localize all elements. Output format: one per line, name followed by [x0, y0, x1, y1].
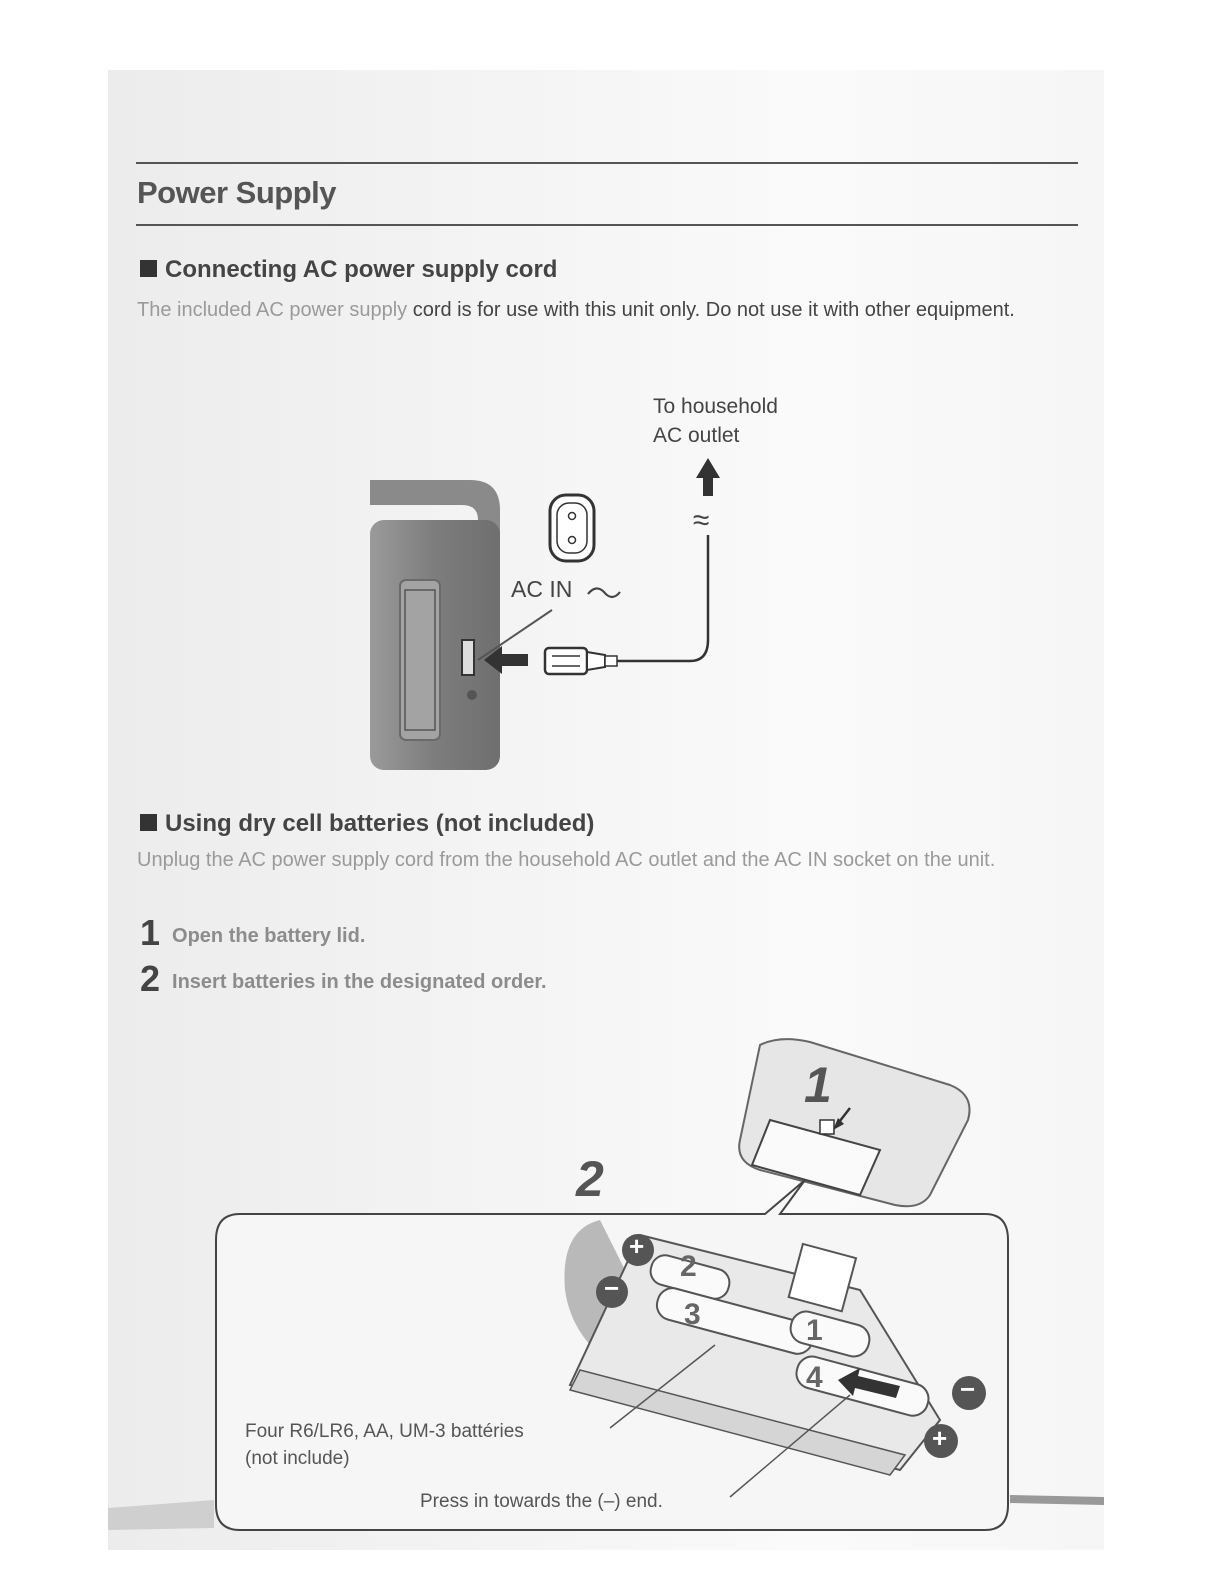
battery-number-3: 3	[684, 1298, 701, 1331]
minus-symbol: −	[604, 1273, 620, 1303]
batteries-label: Four R6/LR6, AA, UM-3 battéries (not inc…	[245, 1418, 524, 1472]
battery-instructions-main: cord from the household AC outlet and th…	[389, 849, 996, 871]
title-bottom-rule	[136, 224, 1078, 226]
ac-instructions: The included AC power supply cord is for…	[137, 296, 1067, 324]
section-heading-batteries-text: Using dry cell batteries (not included)	[165, 810, 595, 837]
step-number: 2	[140, 958, 161, 999]
step-1: 1 Open the battery lid.	[140, 912, 365, 954]
minus-symbol: −	[960, 1374, 976, 1404]
battery-number-4: 4	[806, 1361, 823, 1394]
plus-symbol: +	[932, 1423, 948, 1453]
ac-instructions-main: cord is for use with this unit only. Do …	[407, 299, 1015, 321]
step-text: Open the battery lid.	[172, 925, 366, 947]
step-text: Insert batteries in the designated order…	[172, 971, 547, 993]
insert-arrow-icon	[484, 646, 528, 674]
batteries-label-line1: Four R6/LR6, AA, UM-3 battéries	[245, 1421, 524, 1442]
battery-number-2: 2	[680, 1250, 697, 1283]
battery-number-1: 1	[806, 1314, 823, 1347]
battery-instructions: Unplug the AC power supply cord from the…	[137, 846, 1067, 874]
step-2: 2 Insert batteries in the designated orde…	[140, 958, 547, 1000]
press-leader-line	[729, 1394, 851, 1498]
power-plug-icon	[543, 646, 618, 676]
section-bullet-icon	[140, 260, 157, 277]
press-label: Press in towards the (–) end.	[420, 1491, 663, 1512]
press-arrow-icon	[838, 1368, 900, 1398]
minus-terminal-icon	[952, 1376, 986, 1410]
section-heading-batteries: Using dry cell batteries (not included)	[140, 810, 594, 838]
ac-instructions-faded: The included AC power supply	[137, 299, 408, 321]
radio-unit-illustration	[370, 480, 500, 770]
ac-in-label: AC IN	[511, 576, 573, 602]
plus-symbol: +	[629, 1231, 645, 1261]
title-top-rule	[136, 162, 1078, 164]
batteries-label-line2: (not include)	[245, 1448, 350, 1469]
unit-back-illustration	[738, 1038, 971, 1208]
minus-terminal-icon	[596, 1276, 628, 1308]
step-number: 1	[140, 912, 161, 953]
page-title: Power Supply	[137, 175, 336, 210]
outlet-label-line2: AC outlet	[653, 424, 740, 447]
up-arrow-icon	[696, 458, 720, 496]
section-bullet-icon	[140, 814, 157, 831]
step-marker-1: 1	[804, 1057, 832, 1113]
plus-terminal-icon	[924, 1424, 958, 1458]
outlet-label: To household AC outlet	[653, 392, 778, 450]
ac-wave-icon	[587, 587, 621, 599]
page-edge-shade	[108, 1500, 214, 1530]
ac-socket-icon	[548, 493, 596, 563]
page-edge-line	[1010, 1495, 1104, 1505]
ac-in-leader-line	[477, 609, 553, 661]
plus-terminal-icon	[622, 1234, 654, 1266]
outlet-label-line1: To household	[653, 395, 778, 418]
section-heading-ac-text: Connecting AC power supply cord	[165, 256, 558, 283]
battery-cell-1	[789, 1310, 871, 1358]
battery-instructions-faded: Unplug the AC power supply	[137, 849, 390, 871]
battery-leader-line	[609, 1344, 716, 1429]
cut-symbol: ≈	[693, 504, 710, 537]
step-marker-2: 2	[576, 1151, 604, 1207]
power-cord	[617, 535, 710, 663]
section-heading-ac: Connecting AC power supply cord	[140, 256, 557, 284]
